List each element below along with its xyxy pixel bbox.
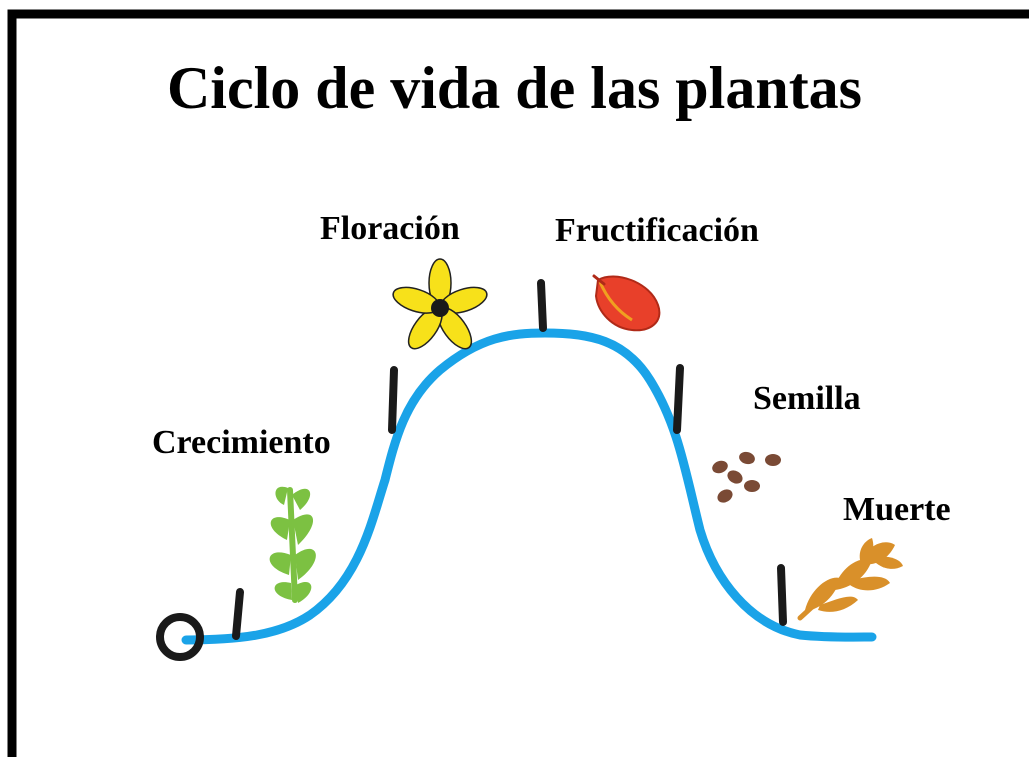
stage-marker-floracion: [388, 366, 398, 434]
stage-label-fructificacion: Fructificación: [555, 212, 759, 249]
stage-label-muerte: Muerte: [843, 491, 951, 528]
sprout-icon: [269, 486, 316, 603]
page-title: Ciclo de vida de las plantas: [166, 55, 863, 121]
frame-border: [7, 9, 1029, 757]
fruit-icon: [592, 274, 661, 332]
seeds-icon: [712, 451, 781, 503]
flower-icon: [392, 258, 488, 350]
stage-marker-semilla: [673, 364, 684, 434]
start-circle: [156, 613, 204, 661]
dry-leaf-icon: [797, 538, 903, 621]
stage-label-floracion: Floración: [320, 210, 460, 247]
stage-marker-fructificacion: [537, 279, 547, 332]
life-cycle-curve: [181, 328, 877, 645]
stage-label-crecimiento: Crecimiento: [152, 424, 331, 461]
stage-marker-muerte: [777, 564, 787, 626]
stage-marker-crecimiento: [232, 588, 244, 640]
stage-label-semilla: Semilla: [753, 380, 861, 417]
